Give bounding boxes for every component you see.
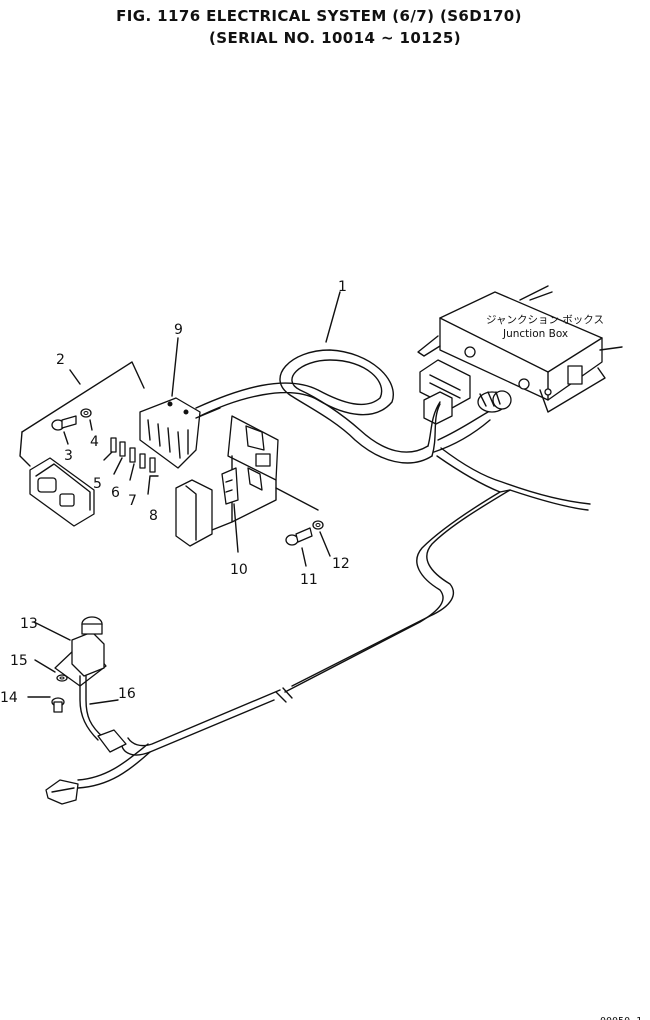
- fuse-holder-9: [139, 397, 221, 469]
- harness-1: [195, 349, 491, 464]
- leader-1: [325, 291, 341, 343]
- harness-16: [77, 447, 591, 789]
- fuse-box-cover-2: [19, 361, 145, 527]
- callout-9: 9: [174, 322, 183, 338]
- callout-5: 5: [93, 476, 102, 492]
- bolt-11: [285, 527, 313, 567]
- callout-11: 11: [300, 572, 318, 588]
- fuses-5-8: [103, 437, 159, 495]
- callout-2: 2: [56, 352, 65, 368]
- drawing-reference: 00050-1: [600, 1016, 642, 1020]
- callout-1: 1: [338, 279, 347, 295]
- washer-12: [312, 520, 331, 557]
- leader-2: [69, 369, 81, 385]
- callout-14: 14: [0, 690, 18, 706]
- callout-6: 6: [111, 485, 120, 501]
- leader-13: [33, 621, 71, 641]
- figure-title: FIG. 1176 ELECTRICAL SYSTEM (6/7) (S6D17…: [116, 7, 522, 25]
- callout-16: 16: [118, 686, 136, 702]
- screw-3: [51, 415, 77, 445]
- figure-subtitle: (SERIAL NO. 10014 ~ 10125): [209, 29, 461, 47]
- callout-12: 12: [332, 556, 350, 572]
- junction-box-label-jp: ジャンクション ボックス: [486, 314, 604, 326]
- callout-13: 13: [20, 616, 38, 632]
- part-10: [221, 467, 239, 553]
- callout-4: 4: [90, 434, 99, 450]
- junction-box-label-en: Junction Box: [502, 328, 568, 340]
- washer-15: [34, 659, 68, 682]
- switch-13: [45, 616, 127, 805]
- callout-8: 8: [149, 508, 158, 524]
- callout-15: 15: [10, 653, 28, 669]
- callout-3: 3: [64, 448, 73, 464]
- callout-numbers: 1 2 3 4 5 6 7 8 9 10 11 12 13 14 15 16: [0, 279, 350, 706]
- junction-box: ジャンクション ボックス Junction Box: [417, 285, 623, 413]
- callout-10: 10: [230, 562, 248, 578]
- callout-7: 7: [128, 493, 137, 509]
- washer-4: [80, 408, 93, 431]
- cover: [175, 479, 213, 547]
- bolt-14: [27, 696, 65, 713]
- leader-9: [171, 337, 179, 397]
- leader-16: [89, 699, 119, 705]
- bracket: [191, 415, 319, 539]
